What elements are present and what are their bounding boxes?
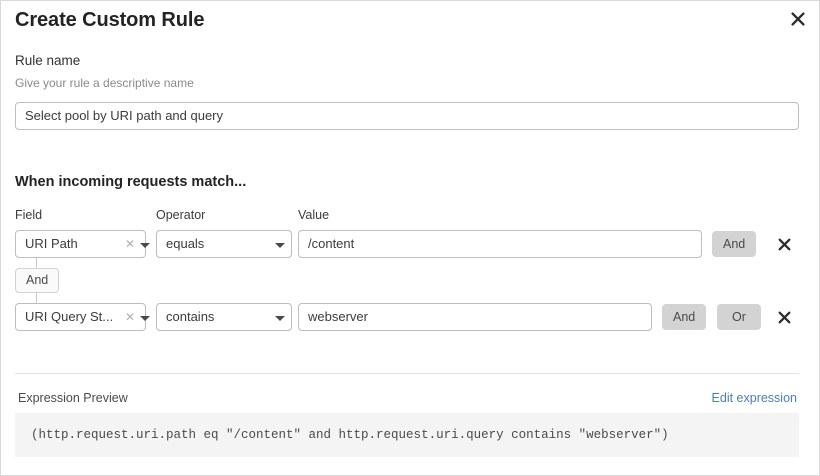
- divider: [15, 373, 799, 374]
- logic-or-button-2[interactable]: Or: [717, 304, 761, 330]
- delete-condition-button-1[interactable]: [773, 233, 795, 255]
- rule-name-input[interactable]: Select pool by URI path and query: [15, 102, 799, 130]
- logic-and-button-1[interactable]: And: [712, 231, 757, 257]
- condition-operator-value-1: equals: [166, 236, 205, 251]
- column-header-field: Field: [15, 208, 43, 222]
- clear-icon[interactable]: ✕: [125, 237, 136, 251]
- rule-name-help-text: Give your rule a descriptive name: [15, 76, 194, 90]
- match-section-heading: When incoming requests match...: [15, 174, 247, 190]
- group-logic-and-chip[interactable]: And: [15, 268, 60, 293]
- delete-condition-button-2[interactable]: [773, 306, 795, 328]
- column-header-value: Value: [298, 208, 330, 222]
- condition-field-value-2: URI Query St...: [25, 309, 114, 324]
- chevron-down-icon[interactable]: [275, 316, 285, 321]
- edit-expression-link[interactable]: Edit expression: [711, 391, 797, 405]
- condition-value-input-1[interactable]: /content: [298, 230, 702, 258]
- column-header-operator: Operator: [156, 208, 206, 222]
- condition-field-value-1: URI Path: [25, 236, 78, 251]
- logic-and-button-2[interactable]: And: [662, 304, 707, 330]
- condition-field-select-2[interactable]: URI Query St... ✕: [15, 303, 150, 331]
- chevron-down-icon[interactable]: [140, 316, 150, 321]
- condition-operator-select-2[interactable]: contains: [156, 303, 292, 331]
- condition-operator-value-2: contains: [166, 309, 215, 324]
- condition-value-input-2[interactable]: webserver: [298, 303, 652, 331]
- connector-line-top: [36, 258, 37, 269]
- clear-icon[interactable]: ✕: [125, 310, 136, 324]
- expression-preview-code: (http.request.uri.path eq "/content" and…: [15, 413, 799, 457]
- chevron-down-icon[interactable]: [275, 243, 285, 248]
- condition-operator-select-1[interactable]: equals: [156, 230, 292, 258]
- rule-name-label: Rule name: [15, 53, 81, 68]
- page-title: Create Custom Rule: [15, 9, 205, 31]
- chevron-down-icon[interactable]: [140, 243, 150, 248]
- connector-line-bottom: [36, 292, 37, 303]
- expression-preview-label: Expression Preview: [18, 391, 128, 405]
- condition-field-select-1[interactable]: URI Path ✕: [15, 230, 150, 258]
- close-icon[interactable]: [785, 6, 811, 32]
